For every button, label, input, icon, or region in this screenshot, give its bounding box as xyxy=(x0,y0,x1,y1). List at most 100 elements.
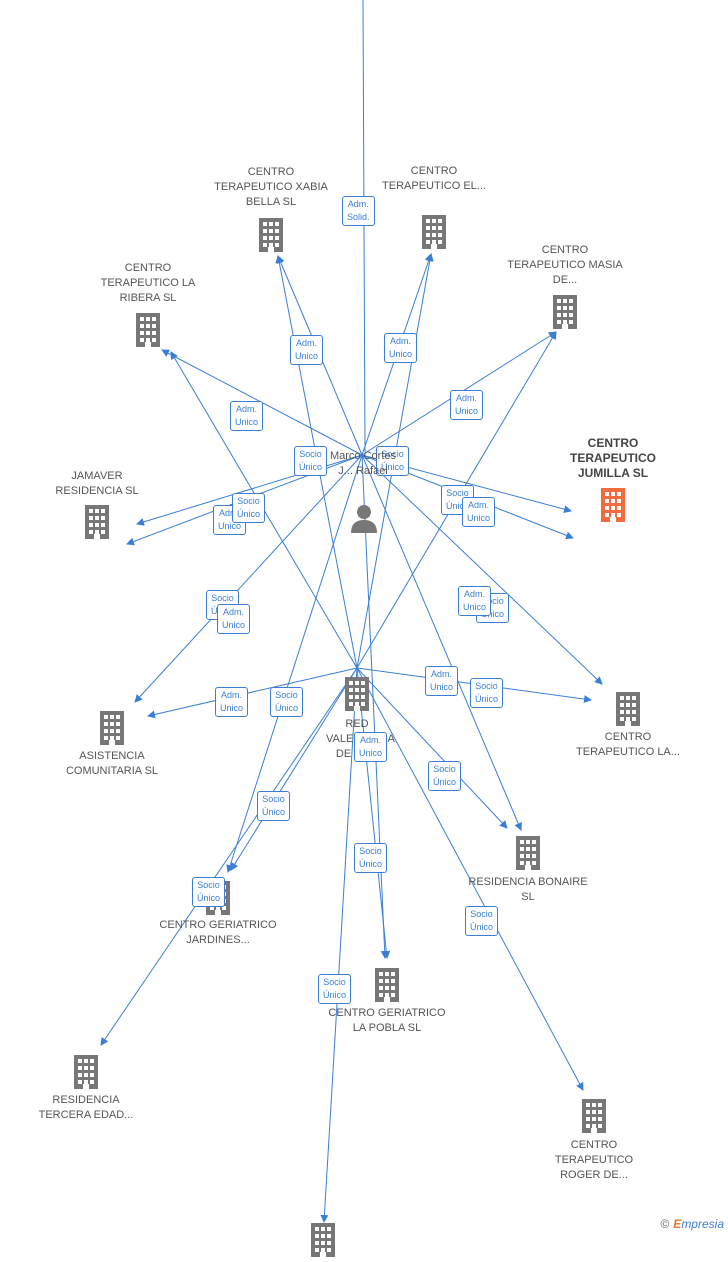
edge-label[interactable]: Adm.Unico xyxy=(425,666,459,696)
node-label-roger[interactable]: CENTRO TERAPEUTICO ROGER DE... xyxy=(554,1139,634,1181)
person-icon[interactable] xyxy=(350,503,378,538)
relationship-graph xyxy=(100,0,603,1223)
edge-label[interactable]: Adm. Unico xyxy=(290,335,324,365)
building-icon[interactable] xyxy=(134,313,162,352)
edge-label-line1: Socio xyxy=(237,496,260,506)
edge-label[interactable]: Adm.Unico xyxy=(384,333,418,363)
edge-label[interactable]: Adm. Unico xyxy=(217,604,251,634)
edge-label-line2: Único xyxy=(381,462,405,472)
edge-20 xyxy=(356,667,508,829)
building-icon[interactable] xyxy=(514,836,542,875)
building-icon[interactable] xyxy=(551,295,579,334)
node-label-bonaire[interactable]: RESIDENCIA BONAIRE SL xyxy=(468,876,588,903)
building-icon[interactable] xyxy=(98,711,126,750)
edge-label-line2: Unico xyxy=(218,521,242,531)
edge-label-line2: Único xyxy=(470,922,494,932)
edge-label-line1: Adm. xyxy=(296,338,318,348)
edge-label-line2: Unico xyxy=(235,417,259,427)
edge-label[interactable]: Adm.Unico xyxy=(354,732,388,762)
building-icon[interactable] xyxy=(343,677,371,716)
edge-label-line1: Adm. xyxy=(221,690,243,700)
building-icon[interactable] xyxy=(373,968,401,1007)
edge-label-line2: Único xyxy=(481,609,505,619)
edge-label-line2: Unico xyxy=(467,513,491,523)
edge-label-line2: Único xyxy=(475,694,499,704)
edge-22 xyxy=(356,667,391,959)
edge-label-line2: Único xyxy=(446,501,470,511)
edge-label-line1: Socio xyxy=(475,681,498,691)
building-icon[interactable] xyxy=(614,692,642,731)
edge-25 xyxy=(320,667,358,1223)
edge-label-line1: Adm. xyxy=(390,336,412,346)
edge-label[interactable]: Adm. Solid. xyxy=(342,196,375,226)
edge-label-line1: Adm. xyxy=(360,735,382,745)
edge-label-line2: Único xyxy=(262,807,286,817)
node-label-ribera[interactable]: CENTRO TERAPEUTICO LA RIBERA SL xyxy=(100,262,196,304)
node-label-jumilla[interactable]: CENTRO TERAPEUTICO JUMILLA SL xyxy=(569,436,656,480)
edge-label-line1: Socio xyxy=(433,764,456,774)
node-label-masia[interactable]: CENTRO TERAPEUTICO MASIA DE... xyxy=(507,244,623,286)
edge-label-line2: Único xyxy=(197,893,221,903)
building-icon[interactable] xyxy=(420,215,448,254)
building-icon[interactable] xyxy=(83,505,111,544)
edge-label[interactable]: Adm. Unico xyxy=(230,401,264,431)
node-label-jardines[interactable]: CENTRO GERIATRICO JARDINES... xyxy=(159,919,277,946)
node-label-tercera[interactable]: RESIDENCIA TERCERA EDAD... xyxy=(38,1094,134,1121)
building-icon[interactable] xyxy=(257,218,285,257)
node-label-pobla[interactable]: CENTRO GERIATRICO LA POBLA SL xyxy=(328,1007,446,1034)
building-icon[interactable] xyxy=(599,488,627,527)
node-label-asistencia[interactable]: ASISTENCIA COMUNITARIA SL xyxy=(65,750,159,777)
edge-13 xyxy=(361,454,389,959)
edge-21 xyxy=(230,667,358,871)
node-label-el[interactable]: CENTRO TERAPEUTICO EL... xyxy=(382,165,486,192)
building-icon[interactable] xyxy=(72,1055,100,1094)
edge-label[interactable]: Adm.Unico xyxy=(215,687,249,717)
node-label-xabia[interactable]: CENTRO TERAPEUTICO XABIA BELLA SL xyxy=(214,166,328,208)
edge-label[interactable]: Adm.Unico xyxy=(458,586,492,616)
edge-11 xyxy=(361,454,522,831)
edge-label-line1: Adm. xyxy=(468,500,490,510)
edge-label-line1: Socio xyxy=(470,909,493,919)
edge-label-line2: Único xyxy=(359,859,383,869)
edge-18 xyxy=(147,667,358,719)
node-label-jamaver[interactable]: JAMAVER RESIDENCIA SL xyxy=(55,470,139,497)
edge-label-line1: Socio xyxy=(275,690,298,700)
building-icon[interactable] xyxy=(580,1099,608,1138)
edges xyxy=(100,0,603,1223)
edge-label-line2: Único xyxy=(275,703,299,713)
edge-label-line1: Adm. xyxy=(347,199,369,209)
edge-label-line2: Unico xyxy=(295,351,319,361)
edge-label-line1: Socio xyxy=(481,596,504,606)
edge-label-line2: Unico xyxy=(222,620,246,630)
edge-label[interactable]: Adm. Unico xyxy=(462,497,496,527)
node-label-terla[interactable]: CENTRO TERAPEUTICO LA... xyxy=(576,731,680,758)
edge-label-line1: Socio xyxy=(211,593,234,603)
edge-label-line1: Adm. xyxy=(236,404,258,414)
edge-label-line1: Socio xyxy=(262,794,285,804)
brand-logo: ©Empresia xyxy=(660,1217,724,1231)
edge-label-line1: Adm. xyxy=(456,393,478,403)
center-person-label[interactable]: Marco Cortes J... Rafael xyxy=(329,450,397,477)
edge-label-line1: Socio xyxy=(446,488,469,498)
edge-label-line2: Unico xyxy=(463,602,487,612)
edge-label[interactable]: Adm.Unico xyxy=(450,390,484,420)
edge-23 xyxy=(100,667,358,1046)
edge-label-line2: Solid. xyxy=(347,212,370,222)
edge-label-line1: Socio xyxy=(381,449,404,459)
building-icon[interactable] xyxy=(309,1223,337,1262)
edge-label-line1: Adm. xyxy=(223,607,245,617)
edge-label-line1: Socio xyxy=(299,449,322,459)
edge-label-line2: Único xyxy=(237,509,261,519)
edge-label-line1: Socio xyxy=(197,880,220,890)
